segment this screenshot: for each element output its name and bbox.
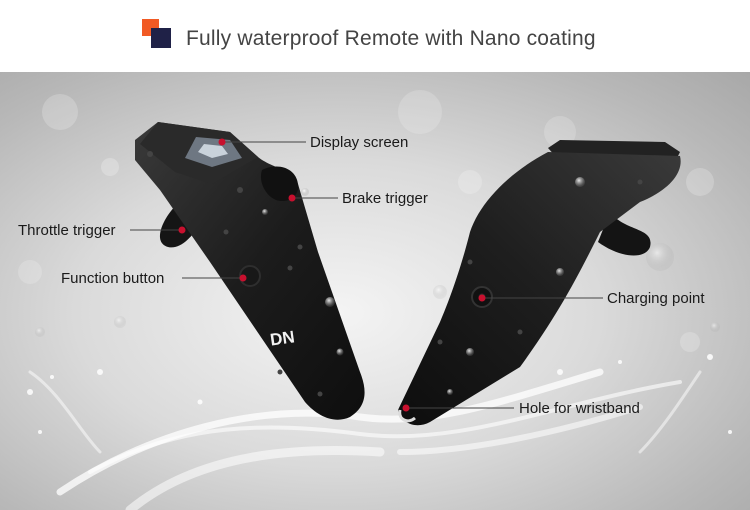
callout-lines xyxy=(130,138,603,412)
header: Fully waterproof Remote with Nano coatin… xyxy=(0,0,750,72)
callout-function-button: Function button xyxy=(61,270,165,287)
callout-brake-trigger: Brake trigger xyxy=(342,190,428,207)
water-drops-on-body xyxy=(262,177,585,395)
product-illustration: DN xyxy=(18,90,732,510)
remote-logo-text: DN xyxy=(269,327,296,349)
remote-right xyxy=(398,140,681,426)
water-bubbles xyxy=(18,90,720,352)
water-droplets xyxy=(27,354,732,434)
remote-left: DN xyxy=(135,122,365,420)
product-scene: DN xyxy=(0,72,750,510)
page-title: Fully waterproof Remote with Nano coatin… xyxy=(186,27,596,50)
logo-navy-square xyxy=(151,28,171,48)
water-splash xyxy=(28,368,702,510)
callout-charging-point: Charging point xyxy=(607,290,705,307)
callout-throttle-trigger: Throttle trigger xyxy=(18,222,116,239)
callout-display-screen: Display screen xyxy=(310,134,409,151)
brand-logo-icon xyxy=(142,19,172,49)
callout-hole-for-wristband: Hole for wristband xyxy=(519,400,640,417)
